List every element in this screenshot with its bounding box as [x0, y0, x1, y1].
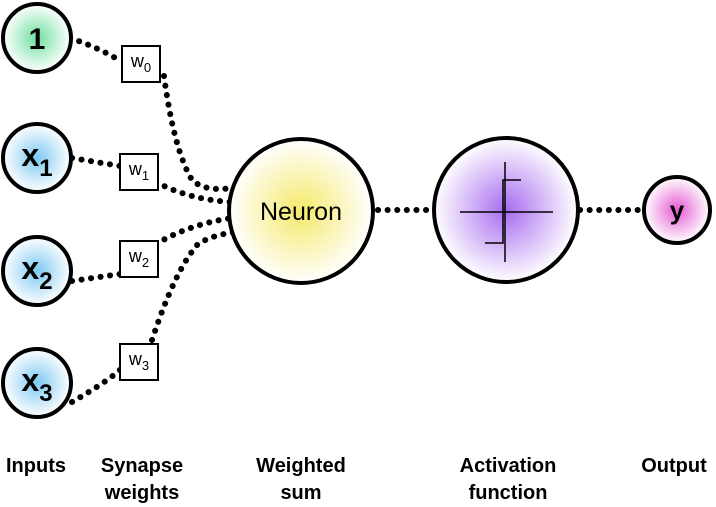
connection-weight-1-to-neuron: [153, 179, 235, 205]
connection-weight-3-to-neuron: [149, 229, 241, 343]
caption-activation-function: Activation function: [459, 455, 557, 504]
weight-box-w2: w2: [119, 240, 159, 278]
input-node-x3: x3: [1, 347, 73, 419]
connection-input-x3-to-weight-3: [69, 365, 125, 405]
connection-input-x2-to-weight-2: [69, 271, 123, 284]
input-label: x3: [21, 362, 52, 407]
input-label: x2: [21, 250, 52, 295]
weight-box-w3: w3: [119, 343, 159, 381]
input-label: x1: [21, 137, 52, 182]
connection-input-1-to-weight-0: [67, 35, 125, 65]
caption-synapse-weights: Synapse weights: [100, 455, 184, 504]
input-node-1: 1: [1, 2, 73, 74]
svg-text:w0: w0: [130, 51, 151, 75]
weight-box-w0: w0: [121, 45, 161, 83]
input-node-x2: x2: [1, 235, 73, 307]
connection-weight-2-to-neuron: [153, 215, 235, 247]
output-label: y: [670, 195, 685, 225]
svg-text:w1: w1: [128, 159, 149, 183]
neuron-label: Neuron: [260, 198, 342, 226]
caption-inputs: Inputs: [6, 455, 66, 477]
connection-weight-0-to-neuron: [161, 73, 235, 192]
input-node-x1: x1: [1, 122, 73, 194]
step-function-icon: [460, 162, 553, 262]
connection-input-x1-to-weight-1: [69, 155, 123, 169]
weight-box-w1: w1: [119, 153, 159, 191]
caption-output: Output: [641, 455, 707, 477]
neuron-node: Neuron: [227, 137, 375, 285]
svg-text:w2: w2: [128, 246, 149, 270]
svg-text:w3: w3: [128, 349, 149, 373]
output-node: y: [642, 175, 712, 245]
activation-function-node: [432, 136, 580, 284]
caption-weighted-sum: Weighted sum: [256, 455, 346, 504]
input-label: 1: [29, 23, 46, 56]
